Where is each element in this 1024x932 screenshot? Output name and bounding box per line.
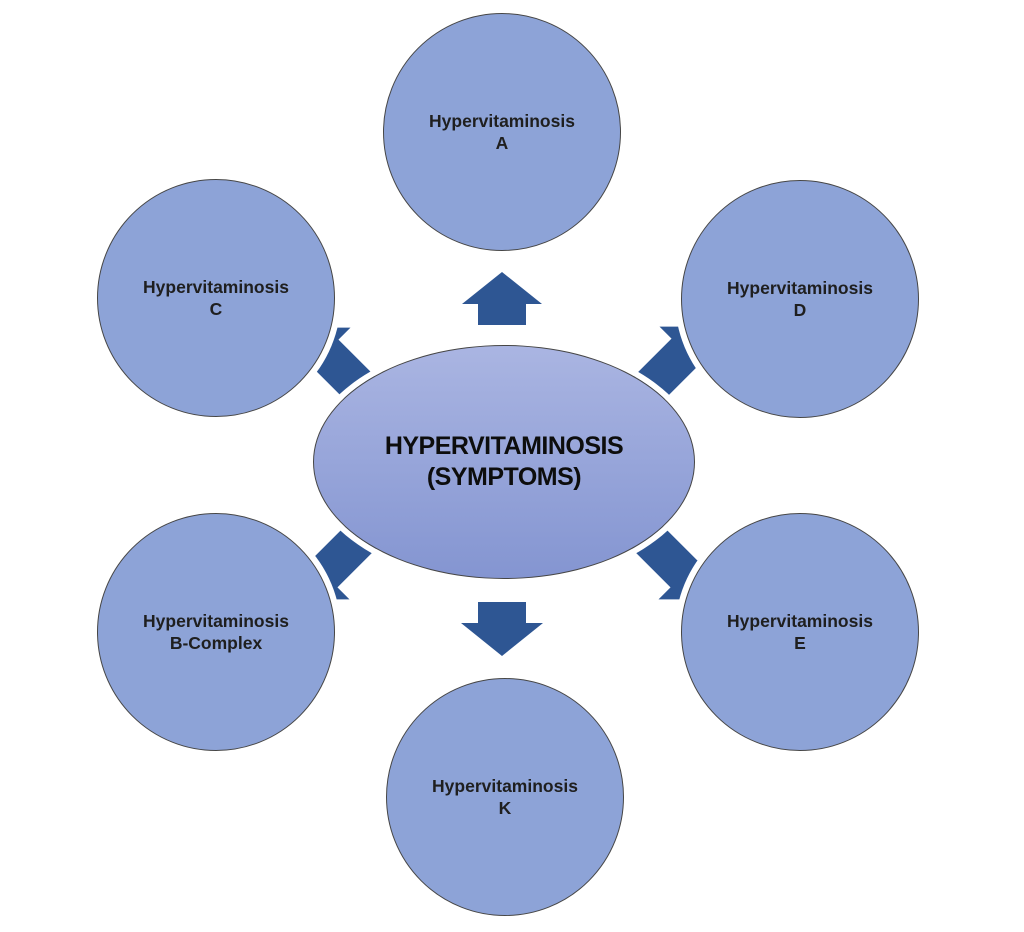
node-label-line1: Hypervitaminosis	[727, 611, 873, 631]
node-label-line1: Hypervitaminosis	[143, 277, 289, 297]
node-hypervitaminosis-b-complex: Hypervitaminosis B-Complex	[97, 513, 335, 751]
node-hypervitaminosis-k: Hypervitaminosis K	[386, 678, 624, 916]
center-node-title-line2: (SYMPTOMS)	[426, 463, 582, 491]
node-hypervitaminosis-d: Hypervitaminosis D	[681, 180, 919, 418]
node-label-line1: Hypervitaminosis	[727, 278, 873, 298]
node-label-line1: Hypervitaminosis	[143, 611, 289, 631]
node-label-line2: E	[794, 633, 806, 653]
node-hypervitaminosis-c: Hypervitaminosis C	[97, 179, 335, 417]
arrow-up-icon	[462, 272, 542, 325]
node-label-line2: A	[495, 133, 509, 153]
center-node-title-line1: HYPERVITAMINOSIS	[384, 432, 624, 460]
node-label-line2: D	[793, 300, 807, 320]
node-hypervitaminosis-e: Hypervitaminosis E	[681, 513, 919, 751]
node-hypervitaminosis-a: Hypervitaminosis A	[383, 13, 621, 251]
node-label-line1: Hypervitaminosis	[432, 776, 578, 796]
node-label-line2: K	[498, 798, 512, 818]
center-node-hypervitaminosis-symptoms: HYPERVITAMINOSIS (SYMPTOMS)	[313, 345, 695, 579]
arrow-down-icon	[461, 602, 543, 656]
node-label-line1: Hypervitaminosis	[429, 111, 575, 131]
node-label-line2: C	[209, 299, 223, 319]
node-label-line2: B-Complex	[169, 633, 263, 653]
